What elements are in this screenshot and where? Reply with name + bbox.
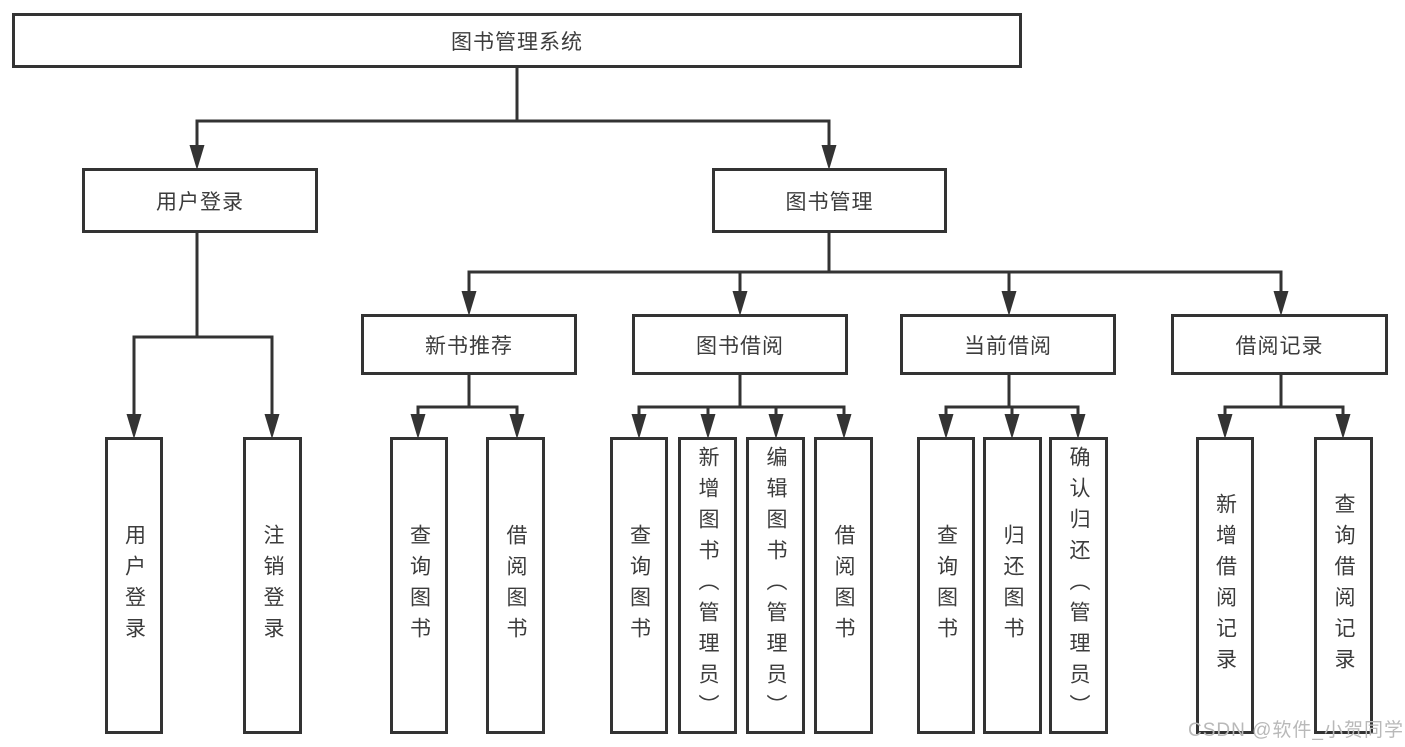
node-current-borrow-label: 当前借阅 — [964, 334, 1052, 358]
node-user-login: 用户登录 — [82, 168, 318, 233]
node-book-management-label: 图书管理 — [785, 190, 874, 214]
csdn-watermark: CSDN @软件_小贺同学 — [1188, 720, 1404, 741]
leaf-borrow-books-recommend-label: 借阅图书 — [504, 523, 527, 648]
leaf-add-book-admin-label: 新增图书（管理员） — [696, 446, 719, 725]
leaf-add-borrow-record-label: 新增借阅记录 — [1213, 492, 1237, 679]
leaf-query-books-borrow-label: 查询图书 — [627, 523, 651, 648]
leaf-borrow-books-borrow: 借阅图书 — [814, 437, 873, 734]
leaf-logout: 注销登录 — [243, 437, 302, 734]
leaf-query-books-recommend-label: 查询图书 — [407, 523, 431, 648]
leaf-query-books-current: 查询图书 — [917, 437, 975, 734]
node-book-management: 图书管理 — [712, 168, 947, 233]
leaf-add-book-admin: 新增图书（管理员） — [678, 437, 737, 734]
node-library-system-label: 图书管理系统 — [451, 30, 583, 54]
leaf-confirm-return-admin-label: 确认归还（管理员） — [1067, 446, 1090, 725]
leaf-return-book: 归还图书 — [983, 437, 1042, 734]
node-borrow-records-label: 借阅记录 — [1235, 334, 1324, 358]
arrowheads — [126, 145, 1351, 439]
node-user-login-label: 用户登录 — [156, 190, 244, 214]
leaf-return-book-label: 归还图书 — [1001, 523, 1024, 648]
leaf-add-borrow-record: 新增借阅记录 — [1196, 437, 1254, 734]
leaf-query-books-current-label: 查询图书 — [934, 523, 958, 648]
node-borrow-records: 借阅记录 — [1171, 314, 1388, 375]
node-new-book-recommend: 新书推荐 — [361, 314, 577, 375]
leaf-borrow-books-borrow-label: 借阅图书 — [832, 523, 855, 648]
leaf-user-login-label: 用户登录 — [122, 523, 146, 648]
leaf-user-login: 用户登录 — [105, 437, 163, 734]
leaf-edit-book-admin-label: 编辑图书（管理员） — [764, 446, 787, 725]
node-book-borrow-label: 图书借阅 — [696, 334, 784, 358]
node-new-book-recommend-label: 新书推荐 — [425, 334, 513, 358]
leaf-query-borrow-record-label: 查询借阅记录 — [1332, 492, 1355, 679]
leaf-query-books-borrow: 查询图书 — [610, 437, 668, 734]
leaf-query-books-recommend: 查询图书 — [390, 437, 448, 734]
leaf-borrow-books-recommend: 借阅图书 — [486, 437, 545, 734]
leaf-confirm-return-admin: 确认归还（管理员） — [1049, 437, 1108, 734]
node-current-borrow: 当前借阅 — [900, 314, 1116, 375]
leaf-logout-label: 注销登录 — [261, 523, 284, 648]
leaf-edit-book-admin: 编辑图书（管理员） — [746, 437, 805, 734]
node-library-system: 图书管理系统 — [12, 13, 1022, 68]
node-book-borrow: 图书借阅 — [632, 314, 848, 375]
leaf-query-borrow-record: 查询借阅记录 — [1314, 437, 1373, 734]
